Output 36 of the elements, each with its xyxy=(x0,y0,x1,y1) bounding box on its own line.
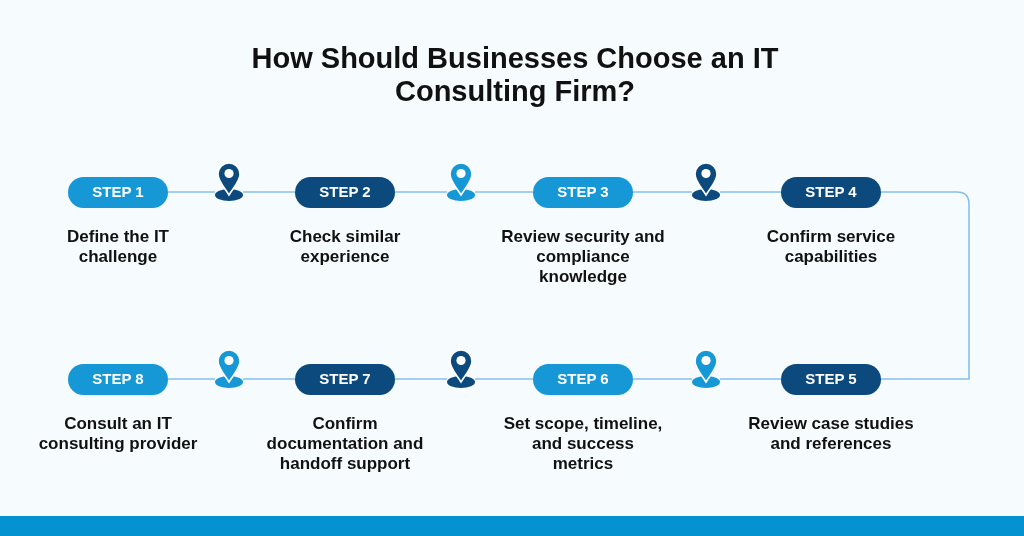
step-description: Review security and compliance knowledge xyxy=(500,226,666,287)
connector-line xyxy=(719,191,782,193)
step-pill: STEP 6 xyxy=(533,363,633,395)
connector-line xyxy=(474,378,534,380)
step-pill: STEP 8 xyxy=(68,363,168,395)
step-pill: STEP 5 xyxy=(781,363,881,395)
step-pill: STEP 1 xyxy=(68,176,168,208)
step-description: Consult an IT consulting provider xyxy=(37,413,199,454)
connector-line xyxy=(242,378,296,380)
step-description: Confirm documentation and handoff support xyxy=(265,413,425,474)
map-pin-icon xyxy=(215,162,243,201)
connector-line xyxy=(632,378,693,380)
map-pin-icon xyxy=(447,349,475,388)
connector-line xyxy=(632,191,693,193)
step-pill: STEP 2 xyxy=(295,176,395,208)
map-pin-icon xyxy=(692,162,720,201)
step-description: Check similar experience xyxy=(288,226,402,267)
step-pill: STEP 7 xyxy=(295,363,395,395)
connector-line xyxy=(394,378,448,380)
title: How Should Businesses Choose an IT Consulting Firm? xyxy=(250,42,780,108)
connector-line xyxy=(242,191,296,193)
step-pill: STEP 4 xyxy=(781,176,881,208)
connector-line xyxy=(880,191,970,380)
step-description: Define the IT challenge xyxy=(66,226,170,267)
map-pin-icon xyxy=(447,162,475,201)
step-description: Review case studies and references xyxy=(747,413,915,454)
connector-line xyxy=(474,191,534,193)
connector-line xyxy=(167,378,216,380)
connector-line xyxy=(167,191,216,193)
step-description: Confirm service capabilities xyxy=(765,226,897,267)
connector-line xyxy=(394,191,448,193)
connector-line xyxy=(719,378,782,380)
map-pin-icon xyxy=(692,349,720,388)
step-pill: STEP 3 xyxy=(533,176,633,208)
map-pin-icon xyxy=(215,349,243,388)
step-description: Set scope, timeline, and success metrics xyxy=(502,413,664,474)
